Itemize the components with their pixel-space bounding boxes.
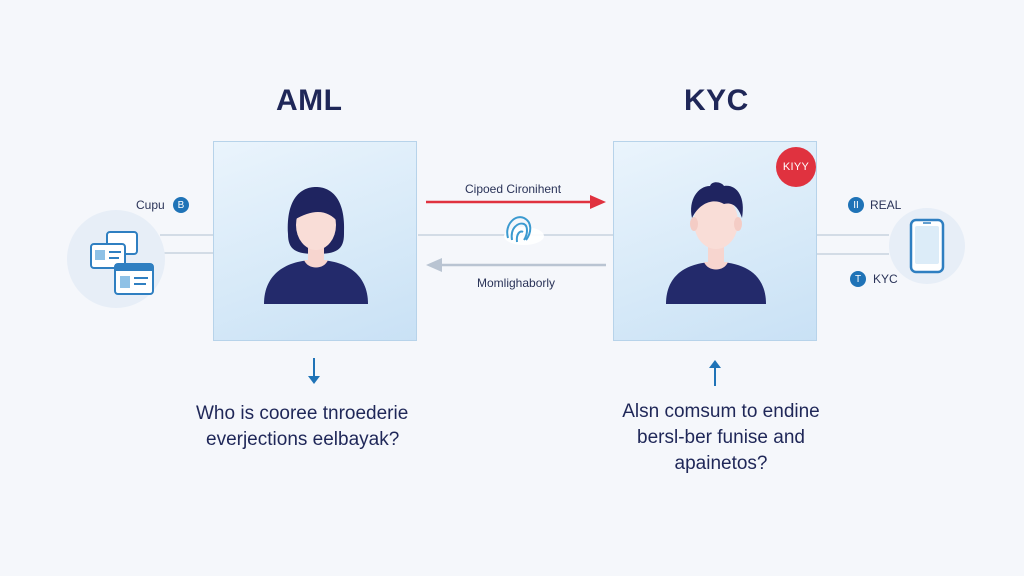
right-top-label: REAL bbox=[870, 198, 902, 212]
left-pill: B bbox=[173, 197, 189, 213]
bottom-arrow-label: Momlighaborly bbox=[477, 276, 556, 290]
left-arrow-icon bbox=[426, 258, 606, 272]
kyc-title: KYC bbox=[684, 84, 749, 117]
kyc-question: Alsn comsum to endine bersl-ber funise a… bbox=[606, 399, 836, 477]
kyc-question-line: apainetos? bbox=[674, 453, 768, 474]
left-connector-line bbox=[160, 234, 213, 236]
left-label: Cupu bbox=[136, 198, 165, 212]
phone-circle bbox=[889, 208, 965, 284]
kyc-question-line: bersl-ber funise and bbox=[637, 427, 805, 448]
kyc-badge: KIYY bbox=[776, 147, 816, 187]
aml-question-line: Who is cooree tnroederie bbox=[196, 403, 409, 424]
right-bottom-label: KYC bbox=[873, 272, 898, 286]
right-bottom-pill: T bbox=[850, 271, 866, 287]
right-arrow-icon bbox=[426, 195, 606, 209]
top-arrow-label: Cipoed Cironihent bbox=[465, 182, 562, 196]
right-top-pill: II bbox=[848, 197, 864, 213]
aml-question: Who is cooree tnroederie everjections ee… bbox=[196, 401, 456, 453]
down-arrow-icon bbox=[308, 358, 320, 384]
female-avatar-icon bbox=[264, 187, 368, 304]
kyc-person-card bbox=[613, 141, 817, 341]
aml-person-card bbox=[213, 141, 417, 341]
aml-title: AML bbox=[276, 84, 343, 117]
phone-icon bbox=[909, 218, 945, 274]
up-arrow-icon bbox=[709, 360, 721, 386]
aml-question-line: everjections eelbayak? bbox=[206, 429, 400, 450]
male-avatar-icon bbox=[666, 182, 766, 304]
id-cards-icon bbox=[90, 231, 154, 295]
left-connector-line bbox=[160, 252, 213, 254]
right-connector-line bbox=[817, 234, 889, 236]
id-cards-circle bbox=[67, 210, 165, 308]
right-connector-line bbox=[817, 253, 889, 255]
kyc-question-line: Alsn comsum to endine bbox=[622, 401, 820, 422]
fingerprint-icon bbox=[504, 216, 544, 245]
